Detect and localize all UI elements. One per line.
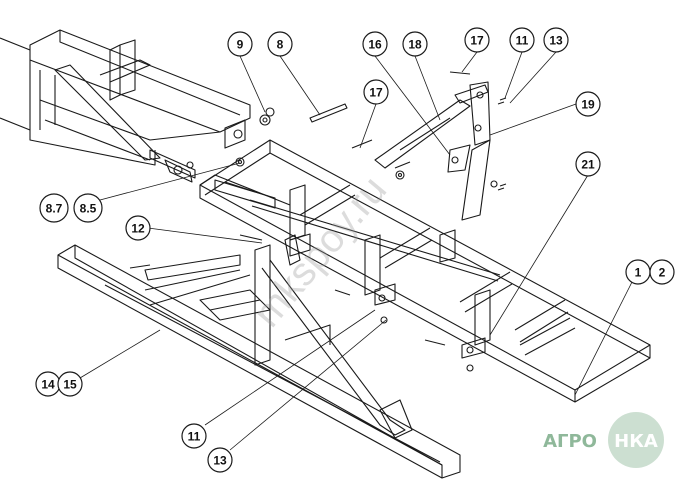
callout-21: 21 bbox=[575, 151, 601, 177]
svg-text:9: 9 bbox=[237, 38, 244, 52]
callout-8-5: 8.5 bbox=[73, 193, 103, 223]
callout-9: 9 bbox=[227, 31, 253, 57]
callout-18: 18 bbox=[402, 31, 428, 57]
svg-text:8: 8 bbox=[277, 38, 284, 52]
svg-text:17: 17 bbox=[369, 86, 383, 100]
watermark-text: mkspoy.ru bbox=[245, 168, 395, 335]
logo-text-left: АГРО bbox=[543, 431, 597, 452]
svg-text:13: 13 bbox=[213, 454, 227, 468]
main-frame bbox=[199, 139, 651, 403]
callout-19: 19 bbox=[575, 91, 601, 117]
svg-text:13: 13 bbox=[549, 34, 563, 48]
callout-8: 8 bbox=[267, 31, 293, 57]
svg-text:11: 11 bbox=[516, 34, 529, 48]
svg-text:2: 2 bbox=[659, 266, 666, 280]
callout-16: 16 bbox=[362, 31, 388, 57]
front-beam bbox=[57, 234, 474, 479]
link-assembly bbox=[351, 71, 507, 221]
svg-text:18: 18 bbox=[408, 38, 422, 52]
svg-text:1: 1 bbox=[635, 266, 642, 280]
logo-text-right: НКА bbox=[614, 431, 658, 452]
callout-17-top: 17 bbox=[464, 27, 490, 53]
svg-text:12: 12 bbox=[131, 222, 145, 236]
callout-13-bottom: 13 bbox=[207, 447, 233, 473]
svg-text:16: 16 bbox=[368, 38, 382, 52]
svg-text:14: 14 bbox=[41, 378, 55, 392]
tractor-frame bbox=[0, 29, 348, 183]
callouts: 9 8 16 18 17 11 13 17 19 21 1 2 8.7 8.5 … bbox=[35, 27, 675, 473]
svg-text:17: 17 bbox=[470, 34, 484, 48]
callout-1: 1 bbox=[625, 259, 651, 285]
callout-2: 2 bbox=[649, 259, 675, 285]
callout-13-top: 13 bbox=[543, 27, 569, 53]
callout-11-top: 11 bbox=[509, 27, 535, 53]
svg-text:21: 21 bbox=[581, 158, 595, 172]
svg-text:19: 19 bbox=[581, 98, 595, 112]
svg-text:8.7: 8.7 bbox=[46, 202, 63, 216]
brand-logo: АГРО НКА bbox=[543, 412, 664, 468]
svg-text:11: 11 bbox=[188, 430, 201, 444]
leader-lines bbox=[79, 51, 633, 451]
callout-15: 15 bbox=[57, 371, 83, 397]
callout-14: 14 bbox=[35, 371, 61, 397]
frame-drawing bbox=[0, 29, 651, 479]
svg-text:8.5: 8.5 bbox=[80, 202, 97, 216]
callout-12: 12 bbox=[125, 215, 151, 241]
callout-11-bottom: 11 bbox=[181, 423, 207, 449]
svg-text:15: 15 bbox=[63, 378, 77, 392]
callout-17-mid: 17 bbox=[363, 79, 389, 105]
callout-8-7: 8.7 bbox=[39, 193, 69, 223]
